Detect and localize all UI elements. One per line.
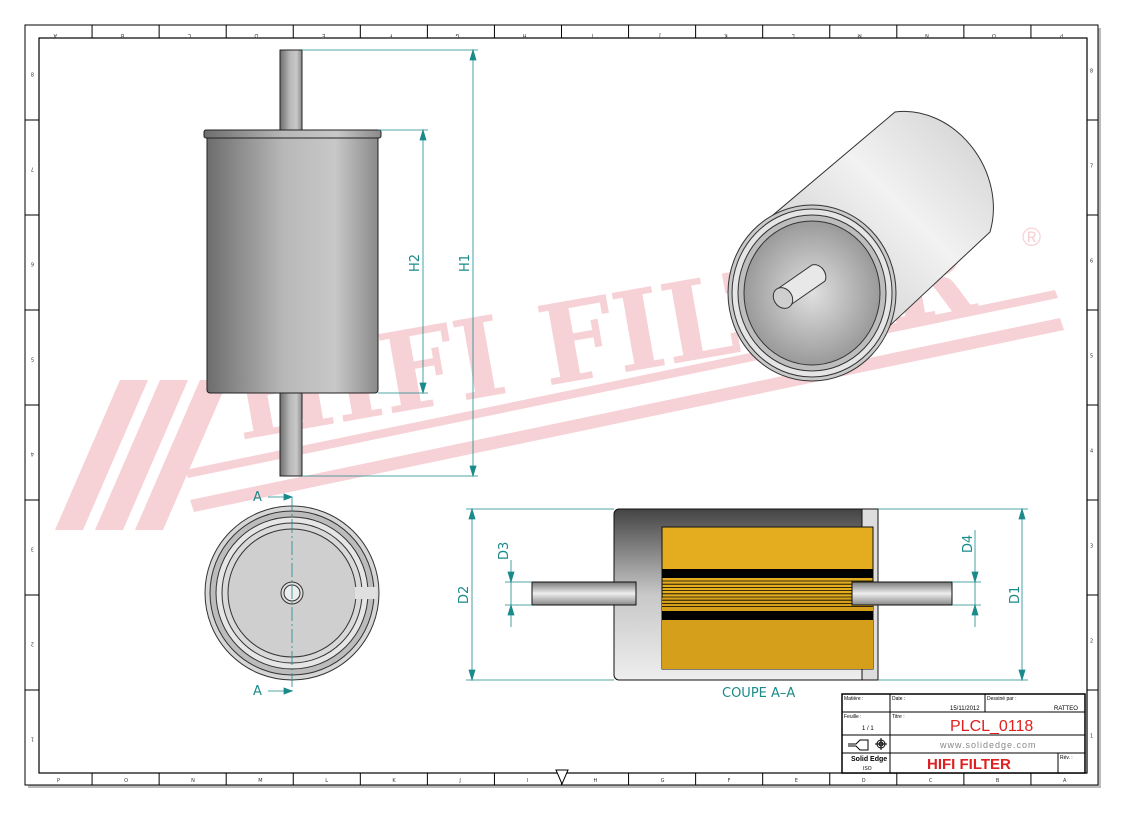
top-outlet-pipe (279, 49, 303, 133)
watermark-registered: ® (1022, 222, 1041, 252)
drawn-by-value: RATTEO (1054, 706, 1078, 712)
part-number: PLCL_0118 (950, 718, 1033, 735)
sheet-label: Feuille : (844, 714, 862, 720)
zone-label-left: 7 (31, 166, 34, 172)
dimension-d1: D1 (1008, 586, 1023, 604)
zone-label-bottom: D (862, 778, 866, 784)
zone-label-bottom: M (258, 778, 262, 784)
zone-label-bottom: N (191, 778, 195, 784)
zone-label-bottom: E (795, 778, 798, 784)
material-label: Matière : (844, 696, 863, 702)
drawn-by-label: Dessiné par : (987, 696, 1016, 702)
software-sub: ISO (863, 766, 872, 772)
zone-label-top: A (53, 32, 57, 38)
section-marker-bottom: A (253, 684, 262, 699)
section-line-a (268, 493, 294, 695)
dimension-d2: D2 (457, 586, 472, 604)
zone-label-right: 5 (1090, 354, 1093, 360)
zone-label-left: 1 (31, 736, 34, 742)
bottom-inlet-pipe (279, 390, 303, 477)
title-block (841, 693, 1086, 774)
zone-label-bottom: L (325, 778, 328, 784)
zone-label-right: 1 (1090, 734, 1093, 740)
dimension-d3: D3 (497, 542, 512, 560)
zone-label-left: 2 (31, 641, 34, 647)
zone-label-top: P (1060, 32, 1063, 38)
title-label: Titre : (892, 714, 905, 720)
website: www.solidedge.com (939, 740, 1037, 750)
zone-label-top: D (254, 32, 258, 38)
zone-label-top: G (455, 32, 459, 38)
zone-label-top: H (522, 32, 526, 38)
zone-label-right: 4 (1090, 449, 1093, 455)
center-mark-icon (555, 769, 569, 786)
isometric-view (727, 110, 994, 382)
zone-label-right: 6 (1090, 259, 1093, 265)
dimension-h1: H1 (458, 254, 473, 272)
zone-label-top: C (187, 32, 191, 38)
zone-label-top: E (322, 32, 325, 38)
zone-label-bottom: P (57, 778, 60, 784)
date-value: 15/11/2012 (950, 706, 980, 712)
zone-label-top: K (724, 32, 728, 38)
zone-label-bottom: J (458, 778, 460, 784)
zone-label-right: 7 (1090, 164, 1093, 170)
zone-label-right: 2 (1090, 639, 1093, 645)
zone-label-left: 5 (31, 356, 34, 362)
zone-label-top: F (389, 32, 392, 38)
zone-label-top: I (592, 32, 593, 38)
front-view (203, 49, 382, 477)
dimension-d4: D4 (961, 535, 976, 553)
zone-label-left: 8 (31, 71, 34, 77)
zone-label-left: 6 (31, 261, 34, 267)
zone-label-bottom: B (996, 778, 1000, 784)
date-label: Date : (892, 696, 905, 702)
section-marker-top: A (253, 490, 262, 505)
zone-label-bottom: C (929, 778, 933, 784)
zone-label-left: 4 (31, 451, 34, 457)
revision-label: Rév. : (1060, 755, 1073, 761)
zone-label-top: B (120, 32, 124, 38)
projection-cone-icon (848, 739, 869, 751)
zone-label-top: N (925, 32, 929, 38)
zone-label-bottom: H (594, 778, 598, 784)
zone-label-left: 3 (31, 546, 34, 552)
zone-label-right: 8 (1090, 69, 1093, 75)
front-dimensions (302, 48, 478, 478)
zone-label-bottom: G (661, 778, 665, 784)
zone-label-top: M (857, 32, 861, 38)
zone-label-bottom: F (728, 778, 731, 784)
dimension-h2: H2 (408, 254, 423, 272)
zone-label-right: 3 (1090, 544, 1093, 550)
section-title: COUPE A–A (722, 686, 795, 701)
section-view (531, 508, 953, 681)
zone-label-bottom: O (124, 778, 128, 784)
zone-label-top: L (792, 32, 795, 38)
zone-label-bottom: A (1063, 778, 1067, 784)
brand-name: HIFI FILTER (927, 756, 1011, 773)
sheet-value: 1 / 1 (862, 726, 874, 732)
zone-label-top: O (992, 32, 996, 38)
filter-rim (203, 129, 382, 139)
zone-label-bottom: I (526, 778, 527, 784)
section-dimensions (466, 507, 1028, 682)
software-name: Solid Edge (851, 756, 887, 763)
filter-body (206, 133, 379, 394)
zone-ticks: P A O B N C M D L E K F J G I H H I G J F K E L D M C N B O A P 8 8 7 7 6 6 5 5… (25, 25, 1098, 785)
zone-label-bottom: K (392, 778, 396, 784)
zone-label-top: J (659, 32, 661, 38)
